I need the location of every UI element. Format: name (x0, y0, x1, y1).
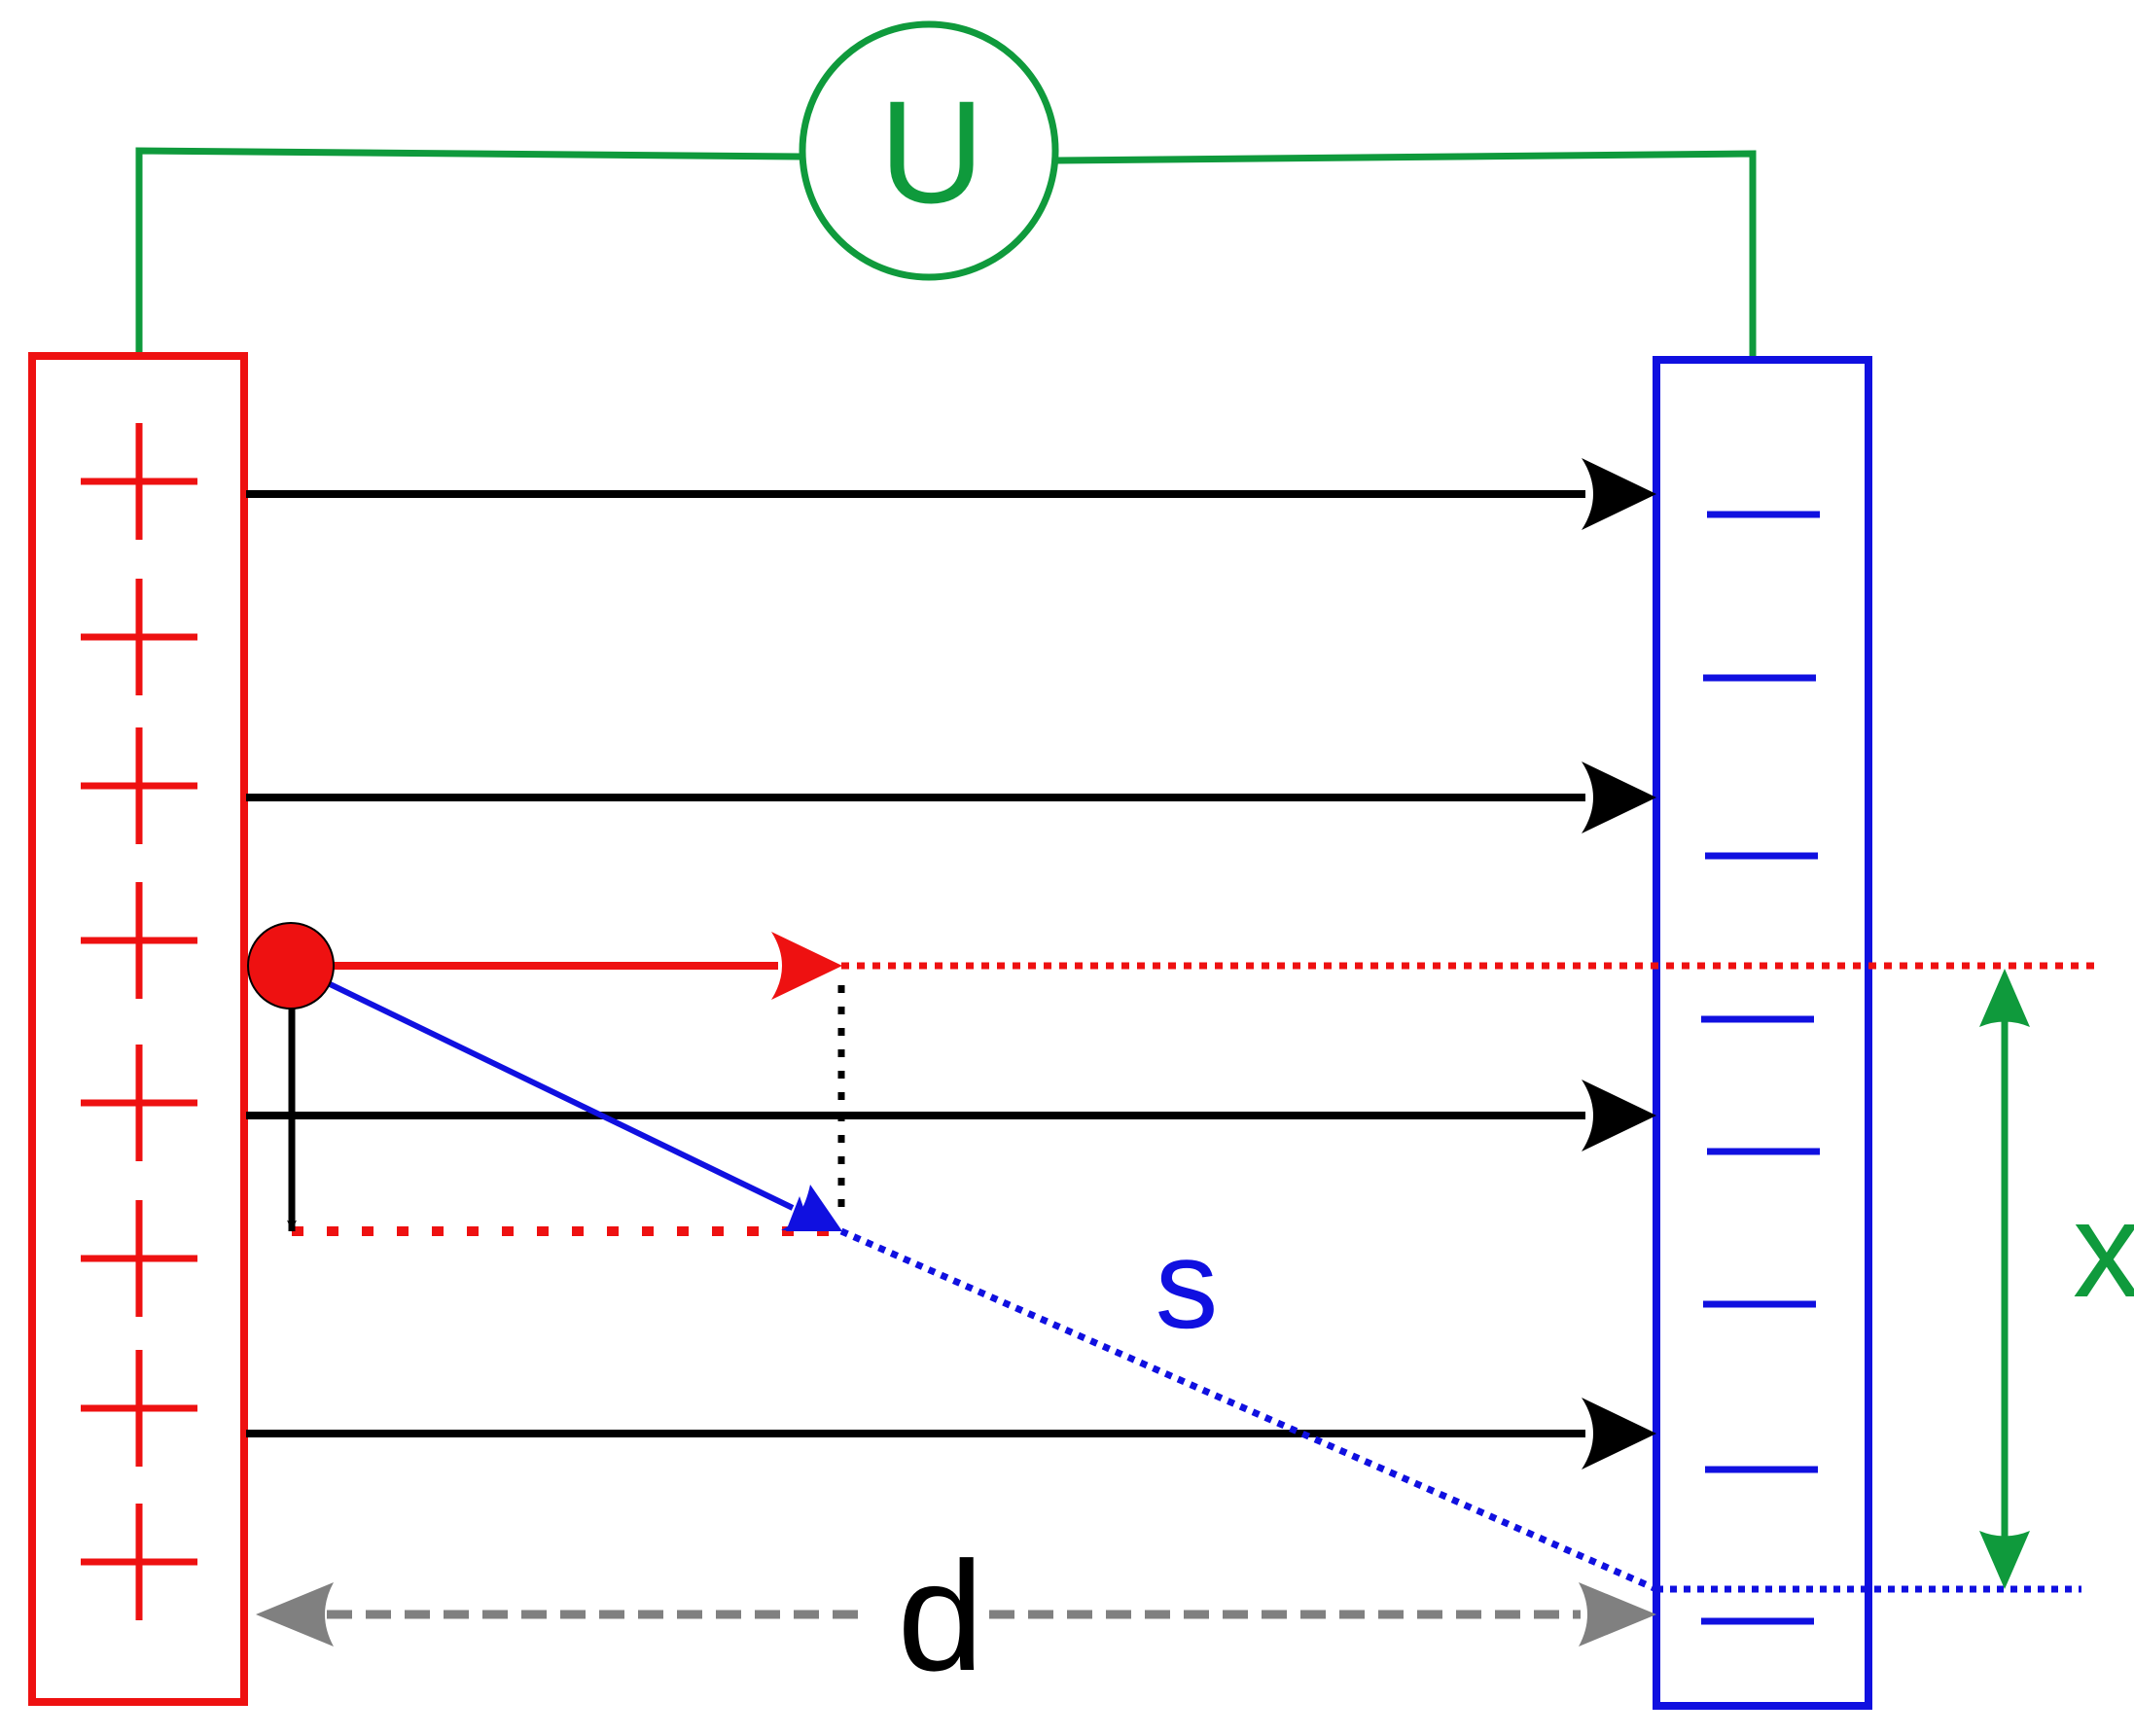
plus-sign (81, 423, 197, 540)
negative-plate (1653, 356, 1872, 1710)
path-label: s (1156, 1213, 1219, 1355)
deflection-arrow (1979, 969, 2030, 1589)
field-line (246, 1080, 1656, 1151)
voltage-source-label: U (879, 70, 984, 233)
deflection-arrowhead-bottom (1979, 1531, 2030, 1589)
right-wire (1056, 150, 1757, 360)
plus-sign (81, 727, 197, 844)
left-wire (135, 147, 801, 355)
voltage-source-circle (799, 20, 1059, 281)
path-extension-dotted-line (839, 1227, 1658, 1593)
deflection-label: x (2073, 1173, 2134, 1326)
plus-sign (81, 579, 197, 695)
plate-distance-arrow (256, 1582, 1656, 1647)
field-line (246, 762, 1656, 833)
plate-distance-label: d (898, 1529, 984, 1703)
positive-plate-frame (28, 352, 248, 1706)
plus-sign (81, 1504, 197, 1620)
horizontal-velocity-arrow (292, 932, 842, 1000)
plus-sign (81, 882, 197, 999)
field-line (246, 1398, 1656, 1470)
deflection-arrowhead-top (1979, 969, 2030, 1027)
plus-sign (81, 1200, 197, 1317)
field-lines (246, 458, 1656, 1470)
path-arrow (290, 963, 842, 1231)
voltage-source: U (799, 20, 1059, 281)
plus-sign (81, 1350, 197, 1467)
positive-signs (81, 423, 197, 1620)
circuit-wires (135, 147, 1757, 360)
negative-signs (1701, 511, 1820, 1625)
plus-sign (81, 1045, 197, 1161)
negative-plate-frame (1653, 356, 1872, 1710)
positive-plate (28, 352, 248, 1706)
distance-arrowhead-right (1579, 1582, 1656, 1647)
helper-lines (292, 962, 2097, 1593)
charge-particle (247, 922, 335, 1010)
field-line (246, 458, 1656, 530)
distance-arrowhead-left (256, 1582, 334, 1647)
